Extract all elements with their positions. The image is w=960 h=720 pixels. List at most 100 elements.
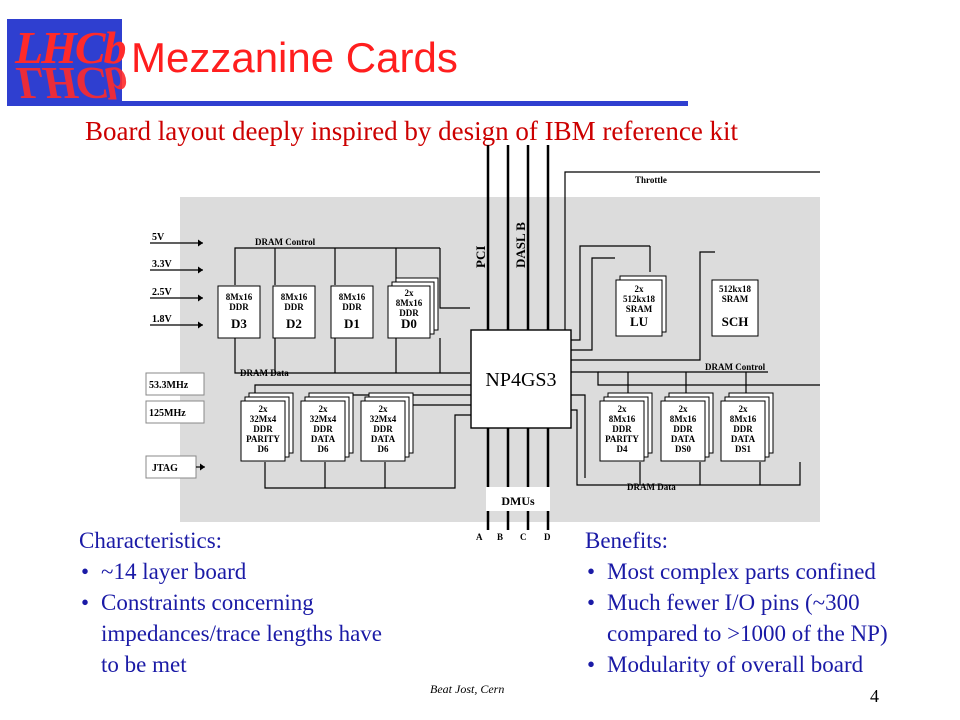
chip-label: 2x	[319, 404, 329, 414]
sram-bus	[571, 257, 615, 351]
dram-data-label: DRAM Data	[627, 482, 676, 492]
benefits-list: Most complex parts confined Much fewer I…	[585, 556, 945, 680]
dmu-port-label: B	[497, 532, 503, 542]
sram-bus	[571, 245, 650, 341]
memory-chip	[330, 285, 374, 339]
chip-label: 2x	[635, 284, 645, 294]
list-item: ~14 layer board	[79, 556, 399, 587]
memory-chip	[720, 400, 766, 462]
clock-box	[145, 400, 205, 424]
chip-label: PARITY	[246, 434, 280, 444]
clock-label: 53.3MHz	[149, 380, 189, 391]
chip-label: SRAM	[626, 304, 653, 314]
dram-bus	[571, 409, 801, 486]
voltage-label: 2.5V	[152, 287, 173, 298]
chip-label: PARITY	[605, 434, 639, 444]
chip-label: 2x	[379, 404, 389, 414]
chip-label: DATA	[311, 434, 336, 444]
clock-label: 125MHz	[149, 408, 186, 419]
memory-chip	[217, 285, 261, 339]
pci-label: PCI	[473, 246, 488, 268]
dram-bus	[264, 414, 471, 489]
chip-name: SCH	[722, 314, 749, 329]
chip-label: DDR	[612, 424, 632, 434]
arrowhead	[198, 266, 203, 274]
chip-name: D2	[286, 316, 302, 331]
list-item: Much fewer I/O pins (~300 compared to >1…	[585, 587, 945, 649]
np-chip	[470, 329, 572, 429]
dram-control-label: DRAM Control	[255, 237, 316, 247]
benefits-heading: Benefits:	[585, 528, 669, 553]
chip-name: LU	[630, 314, 649, 329]
chip-label: 8Mx16	[226, 292, 253, 302]
chip-label: DDR	[373, 424, 393, 434]
footer-author: Beat Jost, Cern	[430, 682, 505, 696]
chip-label: DDR	[313, 424, 333, 434]
sram-chip	[711, 279, 759, 337]
memory-chip	[599, 400, 645, 462]
characteristics-list: ~14 layer board Constraints concerning i…	[79, 556, 399, 680]
dmus-box	[486, 487, 550, 511]
chip-label: 512kx18	[719, 284, 752, 294]
chip-label: 2x	[739, 404, 749, 414]
chip-label: D6	[258, 444, 269, 454]
dram-data-bus	[234, 338, 470, 374]
chip-label: 8Mx16	[396, 298, 423, 308]
chip-label: 32Mx4	[310, 414, 337, 424]
chip-label: 2x	[259, 404, 269, 414]
dmu-port-label: A	[476, 532, 483, 542]
list-item: Most complex parts confined	[585, 556, 945, 587]
dasl-label: DASL B	[513, 222, 528, 268]
chip-label: SRAM	[722, 294, 749, 304]
chip-name: D3	[231, 316, 247, 331]
sram-bus	[571, 251, 715, 361]
characteristics-section: Characteristics: ~14 layer board Constra…	[79, 525, 399, 680]
chip-label: 8Mx16	[339, 292, 366, 302]
chip-label: DDR	[733, 424, 753, 434]
dmu-port-label: D	[544, 532, 551, 542]
voltage-label: 1.8V	[152, 314, 173, 325]
dmus-label: DMUs	[501, 494, 535, 508]
chip-label: 8Mx16	[730, 414, 757, 424]
title-underline	[122, 101, 688, 106]
lhcb-logo: LHCb LHCb	[7, 19, 127, 109]
chip-label: 8Mx16	[670, 414, 697, 424]
benefits-section: Benefits: Most complex parts confined Mu…	[585, 525, 945, 680]
dram-control-bus	[234, 247, 440, 285]
chip-label: DDR	[342, 302, 362, 312]
chip-label: 512kx18	[623, 294, 656, 304]
chip-label: D6	[378, 444, 389, 454]
memory-chip	[660, 400, 706, 462]
jtag-label: JTAG	[152, 463, 178, 474]
memory-chip	[360, 400, 406, 462]
throttle-label: Throttle	[635, 175, 667, 185]
memory-chip	[387, 285, 431, 339]
chip-label: 32Mx4	[370, 414, 397, 424]
throttle-line	[564, 171, 820, 330]
list-item: Constraints concerning impedances/trace …	[79, 587, 399, 680]
arrowhead	[200, 463, 205, 471]
chip-label: 2x	[405, 288, 415, 298]
list-item: Modularity of overall board	[585, 649, 945, 680]
chip-label: 8Mx16	[281, 292, 308, 302]
chip-label: DDR	[229, 302, 249, 312]
memory-chip	[272, 285, 316, 339]
arrowhead	[198, 239, 203, 247]
sram-chip	[615, 279, 663, 337]
voltage-label: 3.3V	[152, 259, 173, 270]
chip-label: 32Mx4	[250, 414, 277, 424]
chip-label: DDR	[284, 302, 304, 312]
chip-label: DS0	[675, 444, 692, 454]
voltage-label: 5V	[152, 232, 165, 243]
chip-label: 2x	[618, 404, 628, 414]
chip-label: D6	[318, 444, 329, 454]
slide-title: Mezzanine Cards	[131, 34, 458, 81]
memory-chip	[240, 400, 286, 462]
chip-label: DDR	[673, 424, 693, 434]
chip-label: DS1	[735, 444, 752, 454]
chip-label: DATA	[671, 434, 696, 444]
chip-label: DATA	[371, 434, 396, 444]
dram-control-bus	[439, 248, 470, 309]
chip-label: 8Mx16	[609, 414, 636, 424]
